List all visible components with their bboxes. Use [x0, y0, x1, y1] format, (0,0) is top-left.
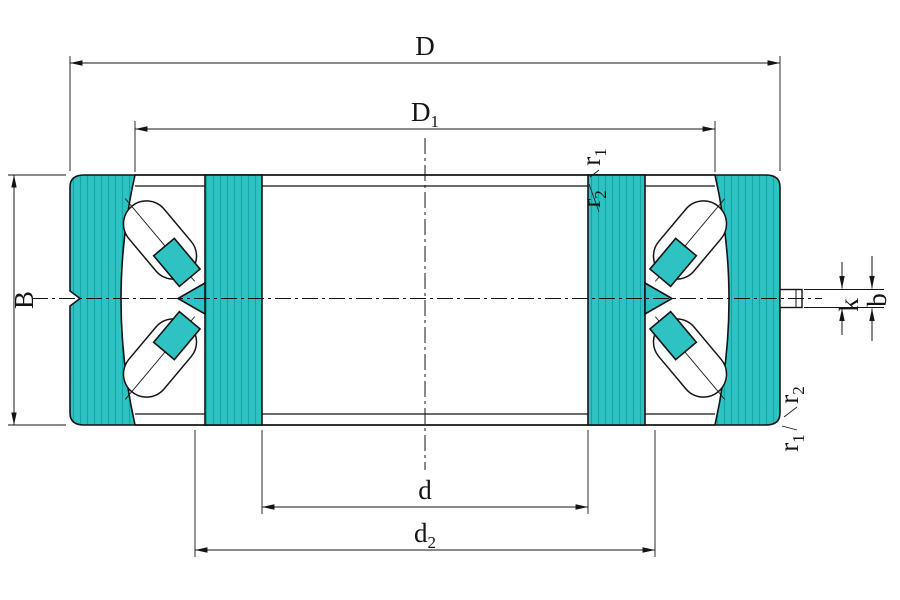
- chamfer-labels-top: r1 r2: [576, 148, 610, 213]
- label-sub: 1: [789, 434, 808, 443]
- label-main: b: [862, 293, 892, 307]
- leader-line: [781, 425, 798, 431]
- outer-ring-left-section: [69, 174, 137, 426]
- label-main: d: [414, 518, 428, 548]
- dimension-d2-label: d2: [414, 518, 436, 552]
- inner-ring-left-section: [204, 174, 263, 426]
- dimension-b-label: b: [862, 293, 892, 307]
- dimension-k-b: k b: [804, 256, 892, 341]
- label-sub: 1: [431, 112, 440, 131]
- label-main: D: [411, 97, 431, 127]
- chamfer-r2-top-label: r2: [576, 190, 610, 208]
- dimension-k-label: k: [834, 298, 864, 312]
- label-main: r: [576, 157, 606, 166]
- chamfer-r1-bottom-label: r1: [774, 434, 808, 452]
- cage-segment: [648, 237, 698, 288]
- chamfer-r2-bottom-label: r2: [774, 386, 808, 404]
- dimension-D1: D1: [134, 97, 716, 172]
- label-main: B: [9, 291, 39, 309]
- label-main: r: [774, 443, 804, 452]
- dimension-D-label: D: [415, 31, 435, 61]
- cage-segment: [648, 310, 698, 361]
- chamfer-labels-bottom: r2 r1: [774, 386, 808, 452]
- label-sub: 2: [789, 386, 808, 395]
- dimension-d: d: [261, 430, 589, 514]
- roller-bottom-right: [648, 310, 728, 400]
- roller-bottom-left: [122, 310, 202, 400]
- cage-segment: [152, 310, 202, 361]
- cage-segment: [152, 237, 202, 288]
- leader-line: [783, 406, 798, 418]
- label-main: r: [576, 199, 606, 208]
- roller-top-left: [122, 198, 202, 288]
- leader-line: [588, 183, 600, 213]
- dimension-d-label: d: [418, 475, 432, 505]
- dimension-D1-label: D1: [411, 97, 439, 131]
- label-sub: 1: [591, 148, 610, 157]
- leader-line: [589, 169, 600, 178]
- dimension-B-label: B: [9, 291, 39, 309]
- label-sub: 2: [591, 190, 610, 199]
- roller-top-right: [648, 198, 728, 288]
- inner-ring-right-section: [587, 174, 646, 426]
- label-main: k: [834, 298, 864, 312]
- chamfer-r1-top-label: r1: [576, 148, 610, 166]
- outer-ring-right-section: [713, 174, 781, 426]
- label-main: d: [418, 475, 432, 505]
- label-main: r: [774, 395, 804, 404]
- dimension-d2: d2: [194, 430, 656, 557]
- dimension-D: D: [69, 31, 781, 171]
- label-sub: 2: [428, 533, 437, 552]
- dimension-B: B: [8, 174, 66, 426]
- label-main: D: [415, 31, 435, 61]
